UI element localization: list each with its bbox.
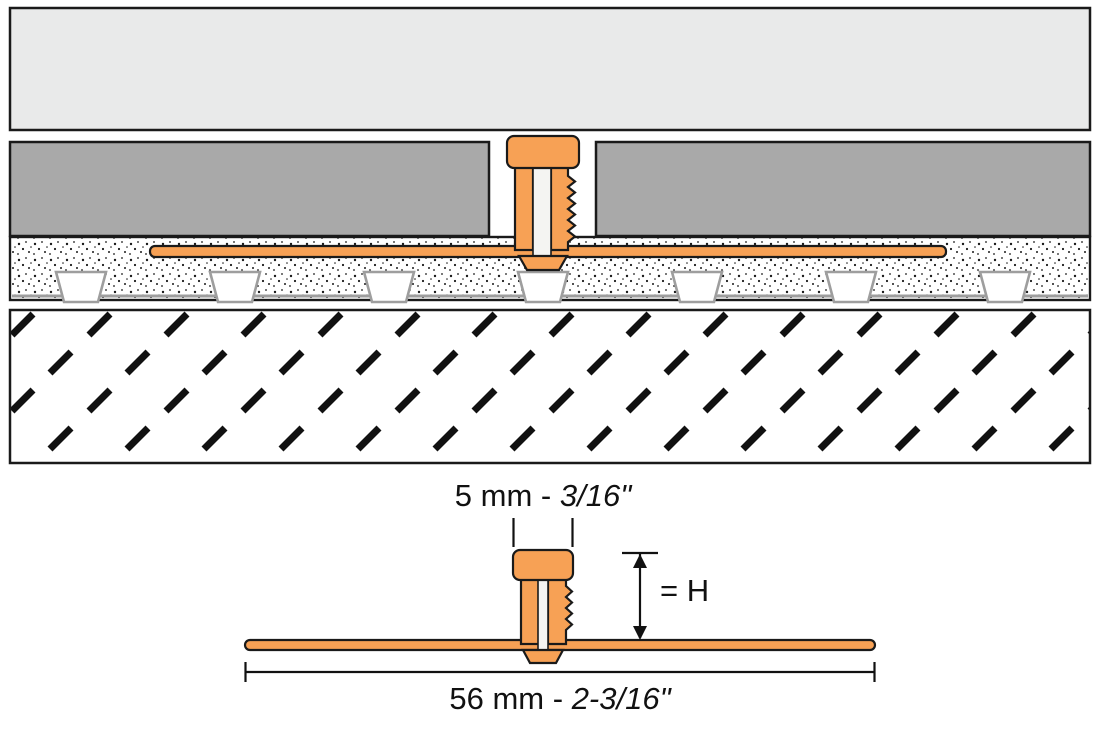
membrane-stud [978,270,1032,304]
dimension-joint-width-label: 5 mm - 3/16" [455,478,633,513]
tile-left [8,140,491,238]
detail-profile-cap [511,548,575,582]
height-arrow-up [633,554,647,568]
detail-profile [243,548,877,665]
joint-profile [148,134,948,272]
upper-slab [8,6,1092,132]
membrane-stud [670,270,724,304]
concrete-substrate [8,308,1092,465]
detail-movement-insert [537,577,549,651]
profile-cap [505,134,581,170]
tile-right [594,140,1092,238]
installation-cross-section [8,6,1092,465]
movement-insert [532,165,552,258]
profile-detail-drawing: 5 mm - 3/16" = H 56 mm - 2-3/16" [243,478,877,716]
dimension-overall-width-label: 56 mm - 2-3/16" [449,681,672,716]
detail-left-wall [519,576,541,646]
detail-right-wall [546,576,574,646]
profile-right-wall [549,164,577,252]
height-arrow-down [633,626,647,640]
overall-width-metric: 56 mm - [449,681,571,716]
profile-base-block [517,254,569,272]
membrane-stud [516,270,570,304]
overall-width-imperial: 2-3/16" [571,681,673,716]
overall-width-dimension: 56 mm - 2-3/16" [244,662,876,716]
joint-width-metric: 5 mm - [455,478,560,513]
membrane-stud [208,270,262,304]
membrane-stud [362,270,416,304]
membrane-stud [54,270,108,304]
joint-width-imperial: 3/16" [560,478,633,513]
membrane-stud [824,270,878,304]
profile-left-wall [513,164,535,252]
height-dimension: = H [622,551,709,640]
height-label: = H [660,573,709,608]
detail-base-block [521,648,565,665]
